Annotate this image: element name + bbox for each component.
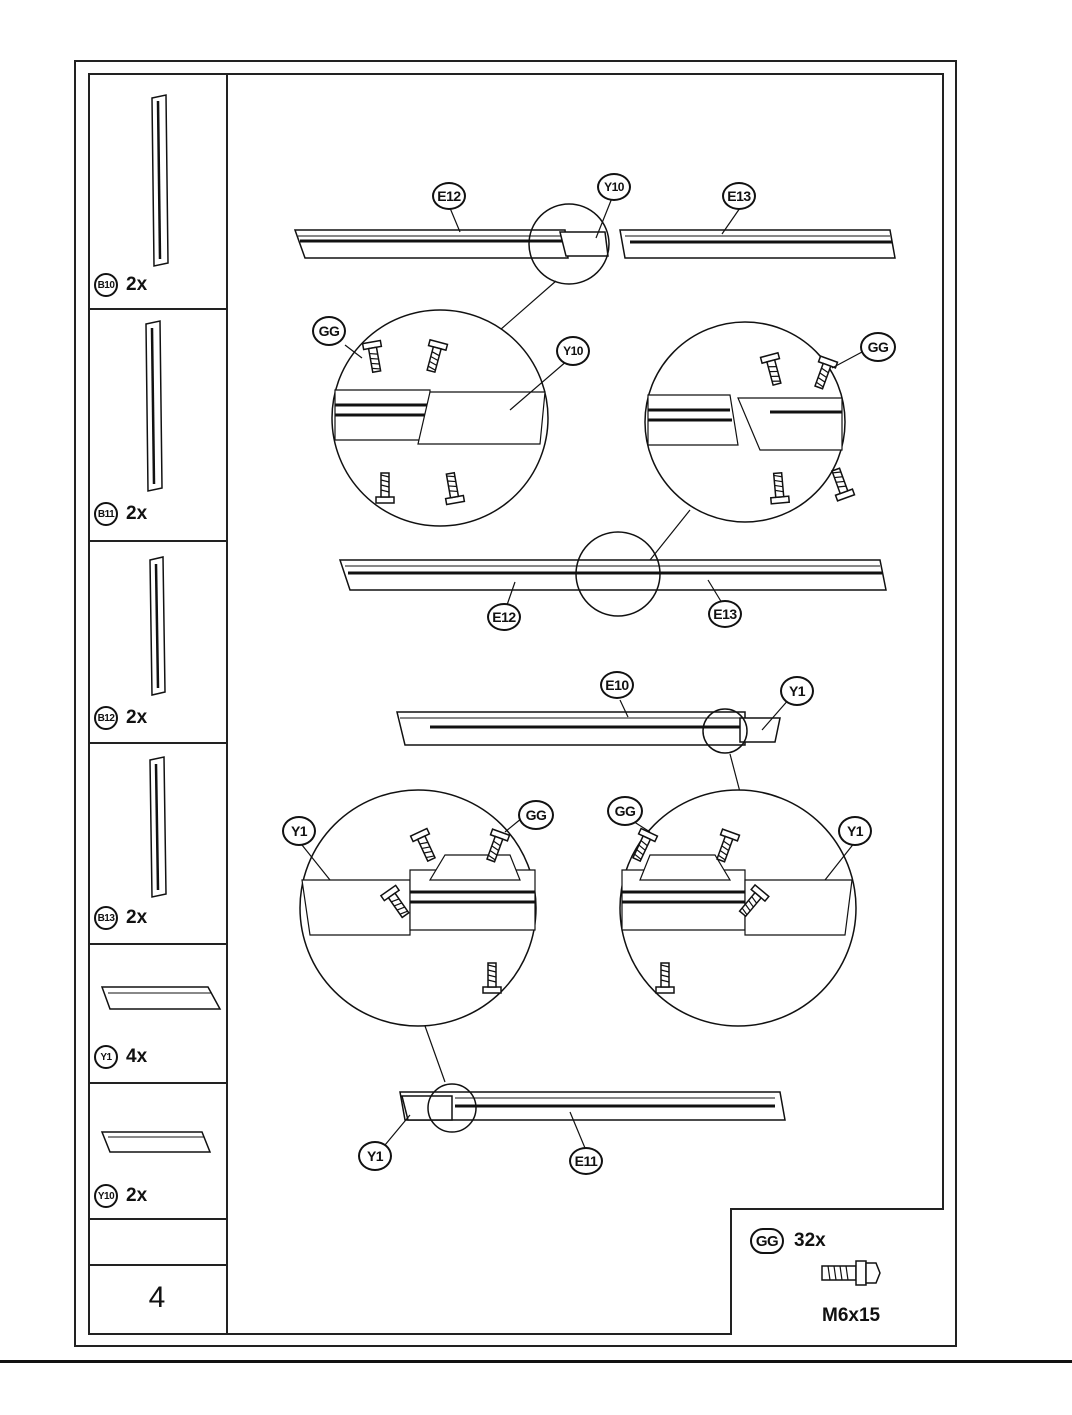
- label-gg-right: GG: [860, 332, 896, 362]
- part-cell-y10: Y10 2x: [88, 1084, 226, 1220]
- part-code-badge: Y10: [94, 1184, 118, 1208]
- part-code-badge: B10: [94, 273, 118, 297]
- rail-e12-e13-joined: [338, 559, 887, 591]
- hardware-box: GG 32x M6x15: [730, 1208, 944, 1335]
- label-gg-detail-right: GG: [607, 796, 643, 826]
- label-e13-joined: E13: [708, 600, 742, 628]
- part-code-badge: B12: [94, 706, 118, 730]
- part-b12-image: [149, 556, 166, 696]
- part-cell-b10: B10 2x: [88, 73, 226, 310]
- label-y1-detail-right: Y1: [838, 816, 872, 846]
- part-cell-b13: B13 2x: [88, 744, 226, 945]
- detail-circle-top-small: [528, 203, 610, 285]
- label-e11: E11: [569, 1147, 603, 1175]
- part-cell-b11: B11 2x: [88, 310, 226, 542]
- hardware-size: M6x15: [822, 1305, 881, 1326]
- part-qty: 2x: [126, 707, 148, 728]
- part-code-badge: Y1: [94, 1045, 118, 1069]
- part-qty: 4x: [126, 1046, 148, 1067]
- hardware-qty: 32x: [794, 1230, 826, 1251]
- rail-e13-top: [619, 229, 896, 259]
- detail-circle-mid-small: [575, 531, 661, 617]
- part-cell-b12: B12 2x: [88, 542, 226, 744]
- part-qty: 2x: [126, 1185, 148, 1206]
- label-e13-top: E13: [722, 182, 756, 210]
- inner-frame: [88, 73, 944, 1335]
- label-gg-detail-left: GG: [518, 800, 554, 830]
- part-code-badge: B11: [94, 502, 118, 526]
- label-y10-top: Y10: [597, 173, 631, 201]
- plate-y1-e10: [739, 717, 781, 743]
- label-e10: E10: [600, 671, 634, 699]
- plate-y1-e11: [401, 1095, 453, 1121]
- label-y1-detail-left: Y1: [282, 816, 316, 846]
- bottom-rule: [0, 1360, 1072, 1363]
- part-qty: 2x: [126, 274, 148, 295]
- part-y1-image: [100, 986, 222, 1010]
- detail-y1-right-content: [621, 817, 856, 994]
- part-b13-image: [149, 756, 167, 898]
- rail-e10: [396, 711, 746, 746]
- rail-e12-top: [293, 229, 569, 259]
- rail-e11: [399, 1091, 786, 1121]
- bolt-icon: [821, 1260, 881, 1286]
- part-cell-y1: Y1 4x: [88, 945, 226, 1084]
- outer-frame: [74, 60, 957, 1347]
- part-code-badge: B13: [94, 906, 118, 930]
- detail-y10-left-content: [334, 339, 569, 506]
- detail-y1-left-content: [301, 817, 536, 994]
- part-cell-empty: [88, 1220, 226, 1266]
- label-y1-e10: Y1: [780, 676, 814, 706]
- label-e12-top: E12: [432, 182, 466, 210]
- label-e12-joined: E12: [487, 603, 521, 631]
- part-b10-image: [151, 94, 169, 267]
- part-qty: 2x: [126, 907, 148, 928]
- plate-y10-top: [559, 231, 609, 257]
- step-number: 4: [148, 1281, 166, 1314]
- label-gg-left: GG: [312, 316, 346, 346]
- hardware-code-badge: GG: [750, 1228, 784, 1254]
- part-qty: 2x: [126, 503, 148, 524]
- label-y1-e11: Y1: [358, 1141, 392, 1171]
- parts-sidebar: B10 2x B11 2x B12 2x B13 2x: [88, 73, 228, 1335]
- part-b11-image: [145, 320, 163, 492]
- part-y10-image: [100, 1131, 212, 1153]
- label-y10-detail: Y10: [556, 336, 590, 366]
- detail-e13-right-content: [647, 351, 863, 505]
- detail-circle-e13-right: [644, 321, 846, 523]
